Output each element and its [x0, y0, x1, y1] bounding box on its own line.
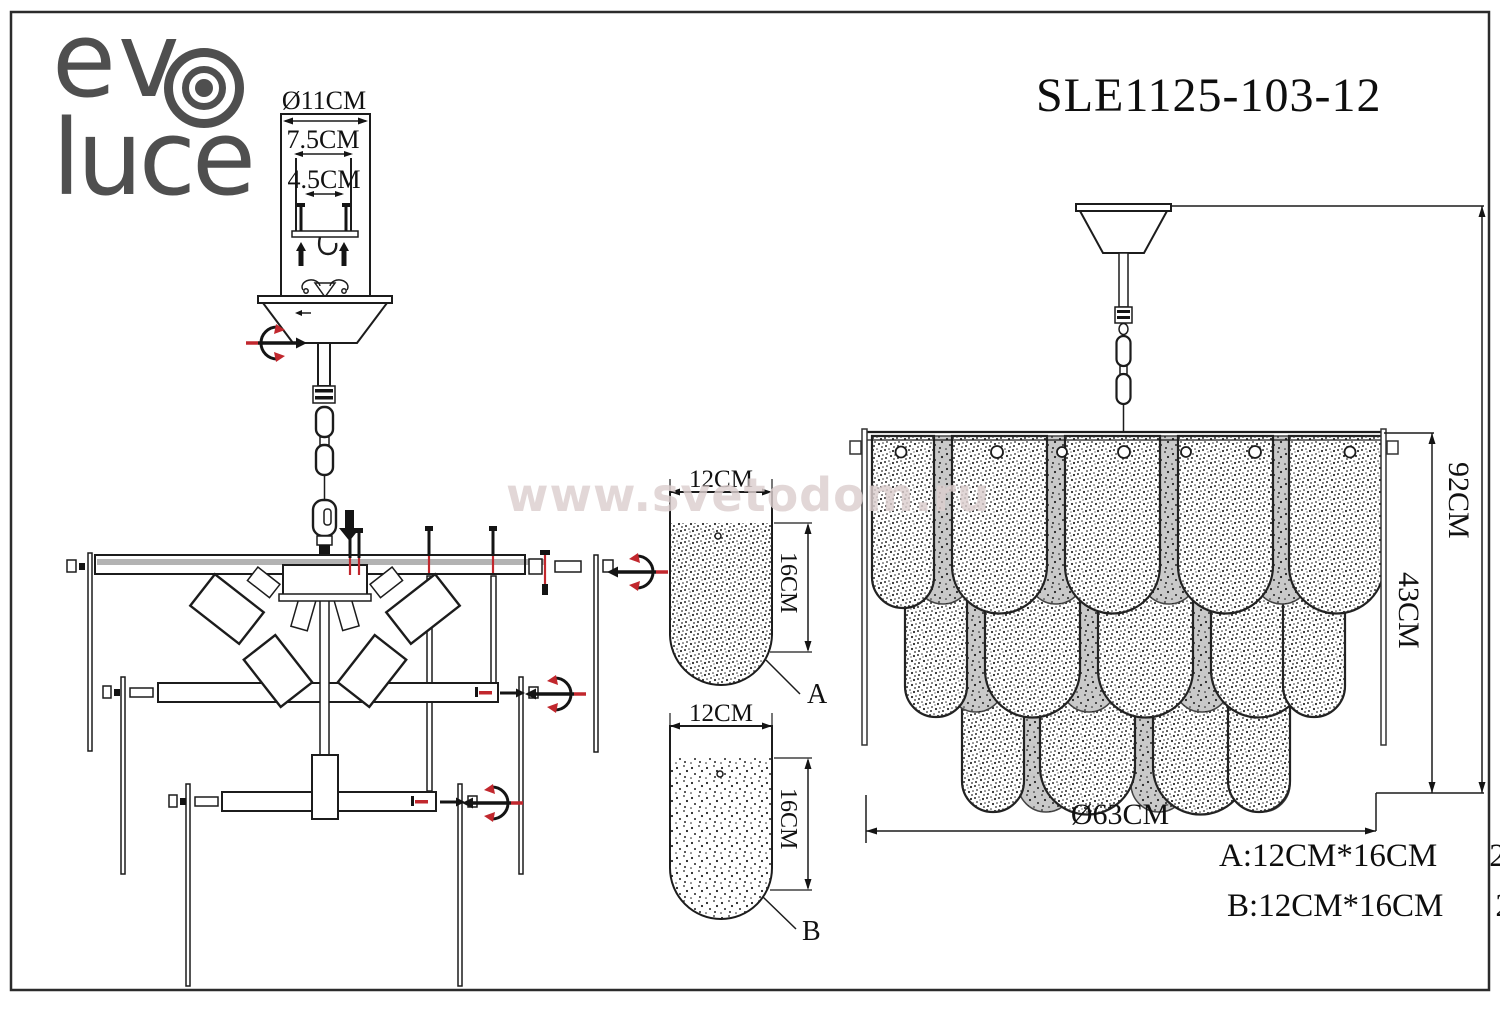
rotate-fasten-icon [605, 551, 670, 593]
screw-icon [487, 524, 499, 575]
lamp-hub [188, 564, 462, 820]
panel-b-height: 16CM [775, 788, 801, 849]
down-arrow-icon [339, 510, 360, 541]
dim-bracket-width: 7.5CM [287, 125, 360, 154]
assembled-chandelier: 92CM 43CM Ø63CM [849, 203, 1486, 843]
concentric-rings-icon [164, 48, 244, 128]
part-a-id: A: [1219, 838, 1252, 874]
parts-list-row-b: B:12CM*16CM 27PCS [1227, 888, 1500, 925]
parts-list-row-a: A:12CM*16CM 27PCS [1219, 838, 1500, 875]
ceiling-canopy [1075, 203, 1172, 433]
part-a-size: 12CM*16CM [1252, 838, 1438, 874]
part-a-qty: 27PCS [1489, 838, 1500, 874]
panel-screw-heads [894, 445, 1357, 459]
brand-logo: ev luce [52, 8, 322, 219]
panel-b-width: 12CM [689, 700, 753, 727]
part-b-qty: 27PCS [1495, 888, 1500, 924]
dimension-lines: 92CM 43CM Ø63CM [865, 205, 1486, 843]
panel-b-drawing: 12CM 16CM B [669, 700, 821, 947]
panel-a-height: 16CM [775, 552, 801, 613]
panel-a-width: 12CM [689, 466, 753, 493]
page-border [9, 10, 1491, 992]
panel-a-label: A [807, 679, 828, 710]
dim-body-diameter: Ø63CM [1071, 798, 1169, 831]
part-b-id: B: [1227, 888, 1259, 924]
dim-canopy-diameter: Ø11CM [282, 86, 366, 115]
rotate-fasten-icon [523, 673, 588, 715]
brand-word-bottom: luce [52, 97, 256, 219]
rotate-fasten-icon [460, 782, 525, 824]
mount-detail: Ø11CM 7.5CM 4.5CM [280, 86, 371, 299]
dim-screw-spacing: 4.5CM [288, 165, 361, 194]
canopy-and-chain [257, 279, 393, 556]
dim-overall-height: 92CM [1442, 462, 1475, 539]
panel-a-drawing: 12CM 16CM A [669, 466, 828, 710]
brand-word-top: ev [52, 0, 182, 121]
panel-b-label: B [802, 916, 821, 947]
screw-icon [423, 524, 435, 575]
exploded-assembly-diagram: Ø11CM 7.5CM 4.5CM [66, 86, 670, 987]
part-b-size: 12CM*16CM [1258, 888, 1444, 924]
dim-body-height: 43CM [1392, 572, 1425, 649]
model-number: SLE1125-103-12 [1036, 69, 1382, 122]
watermark: www.svetodom.ru [506, 468, 991, 522]
